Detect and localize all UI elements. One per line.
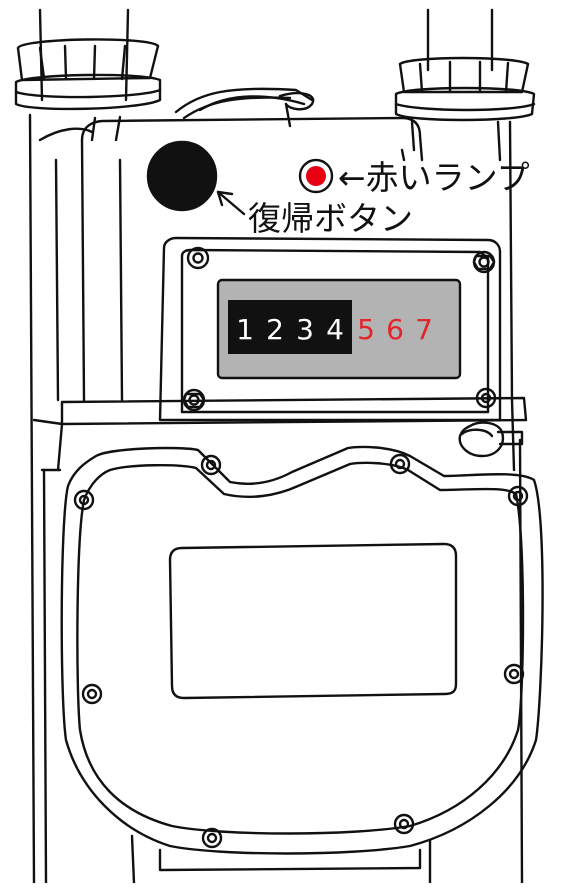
counter-digit: 1 (236, 313, 256, 346)
screw-icon (200, 454, 222, 476)
screw-icon (73, 489, 95, 511)
screw-icon (186, 246, 210, 270)
screw-icon (503, 663, 525, 685)
counter-red-digit: 7 (415, 313, 435, 346)
screw-icon (81, 683, 103, 705)
counter-plate (158, 236, 502, 422)
lower-window (168, 542, 458, 700)
meter-upper-body (38, 116, 424, 402)
counter-red-digit: 6 (386, 313, 406, 346)
meter-mid-band (32, 396, 528, 472)
screw-icon (201, 827, 223, 849)
counter-red-digit: 5 (357, 313, 377, 346)
right-pipe (394, 8, 536, 402)
left-pipe (14, 8, 162, 885)
reset-button (146, 140, 218, 212)
counter-digit: 4 (326, 313, 346, 346)
screw-icon (472, 250, 496, 274)
counter-black-panel (228, 300, 352, 354)
screw-icon (393, 813, 415, 835)
reset-button-label: 復帰ボタン (248, 199, 413, 238)
red-lamp-label: ←赤いランプ (338, 158, 530, 197)
top-handle (174, 87, 315, 128)
lower-cover (40, 438, 544, 885)
arrow-up-left-icon (216, 190, 246, 216)
red-lamp (298, 158, 334, 194)
screw-icon (389, 453, 411, 475)
screw-icon (507, 485, 529, 507)
counter-digit: 3 (296, 313, 316, 346)
counter-digit: 2 (266, 313, 286, 346)
